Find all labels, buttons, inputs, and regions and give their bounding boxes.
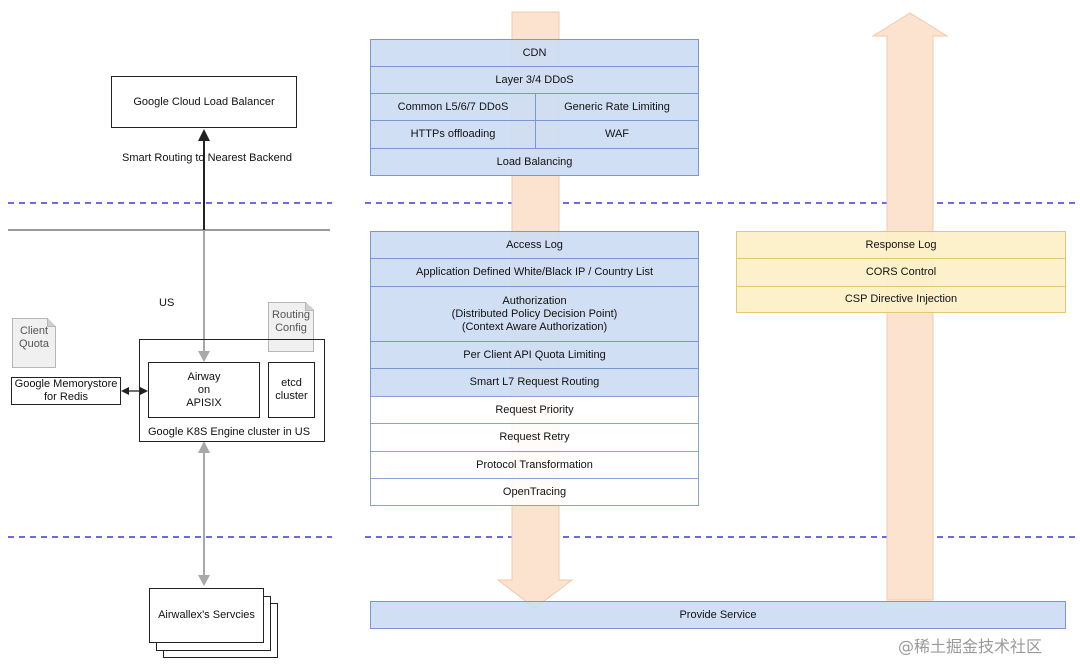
lb-up-arrow-head — [198, 129, 210, 141]
airway-up-arrow-head — [198, 441, 210, 453]
request-retry-row: Request Retry — [370, 423, 699, 452]
load-balancer-label: Google Cloud Load Balancer — [133, 95, 275, 108]
cdn-row: CDN — [370, 39, 699, 67]
gke-cluster-box: Google K8S Engine cluster in US — [139, 339, 325, 442]
csp-injection-row: CSP Directive Injection — [736, 286, 1066, 313]
routing-config-note: Routing Config — [268, 302, 314, 352]
memorystore-box: Google Memorystore for Redis — [11, 377, 121, 405]
l567-ddos-cell: Common L5/6/7 DDoS — [370, 93, 536, 121]
services-box: Airwallex's Servcies — [149, 588, 264, 643]
l34-ddos-row: Layer 3/4 DDoS — [370, 66, 699, 94]
authorization-row: Authorization (Distributed Policy Decisi… — [370, 286, 699, 342]
waf-cell: WAF — [535, 120, 699, 149]
load-balancer-box: Google Cloud Load Balancer — [111, 76, 297, 128]
opentracing-row: OpenTracing — [370, 478, 699, 506]
client-quota-note: Client Quota — [12, 318, 56, 368]
provide-service-bar: Provide Service — [370, 601, 1066, 629]
white-black-list-row: Application Defined White/Black IP / Cou… — [370, 258, 699, 287]
region-label: US — [159, 297, 175, 309]
gke-cluster-label: Google K8S Engine cluster in US — [148, 426, 311, 438]
access-log-row: Access Log — [370, 231, 699, 259]
smart-routing-label: Smart Routing to Nearest Backend — [122, 152, 292, 164]
airway-down-arrow-head — [198, 351, 210, 362]
airway-apisix-box: Airway on APISIX — [148, 362, 260, 418]
redis-left-arrow-head — [121, 387, 129, 395]
rate-limiting-cell: Generic Rate Limiting — [535, 93, 699, 121]
services-down-arrow-head — [198, 575, 210, 586]
request-priority-row: Request Priority — [370, 396, 699, 424]
response-log-row: Response Log — [736, 231, 1066, 259]
l7-routing-row: Smart L7 Request Routing — [370, 368, 699, 397]
quota-limiting-row: Per Client API Quota Limiting — [370, 341, 699, 369]
protocol-transformation-row: Protocol Transformation — [370, 451, 699, 479]
etcd-cluster-box: etcd cluster — [268, 362, 315, 418]
watermark: @稀土掘金技术社区 — [898, 637, 1043, 656]
redis-right-arrow-head — [140, 387, 148, 395]
cors-control-row: CORS Control — [736, 258, 1066, 287]
load-balancing-row: Load Balancing — [370, 148, 699, 176]
https-offloading-cell: HTTPs offloading — [370, 120, 536, 149]
services-label: Airwallex's Servcies — [158, 609, 255, 621]
